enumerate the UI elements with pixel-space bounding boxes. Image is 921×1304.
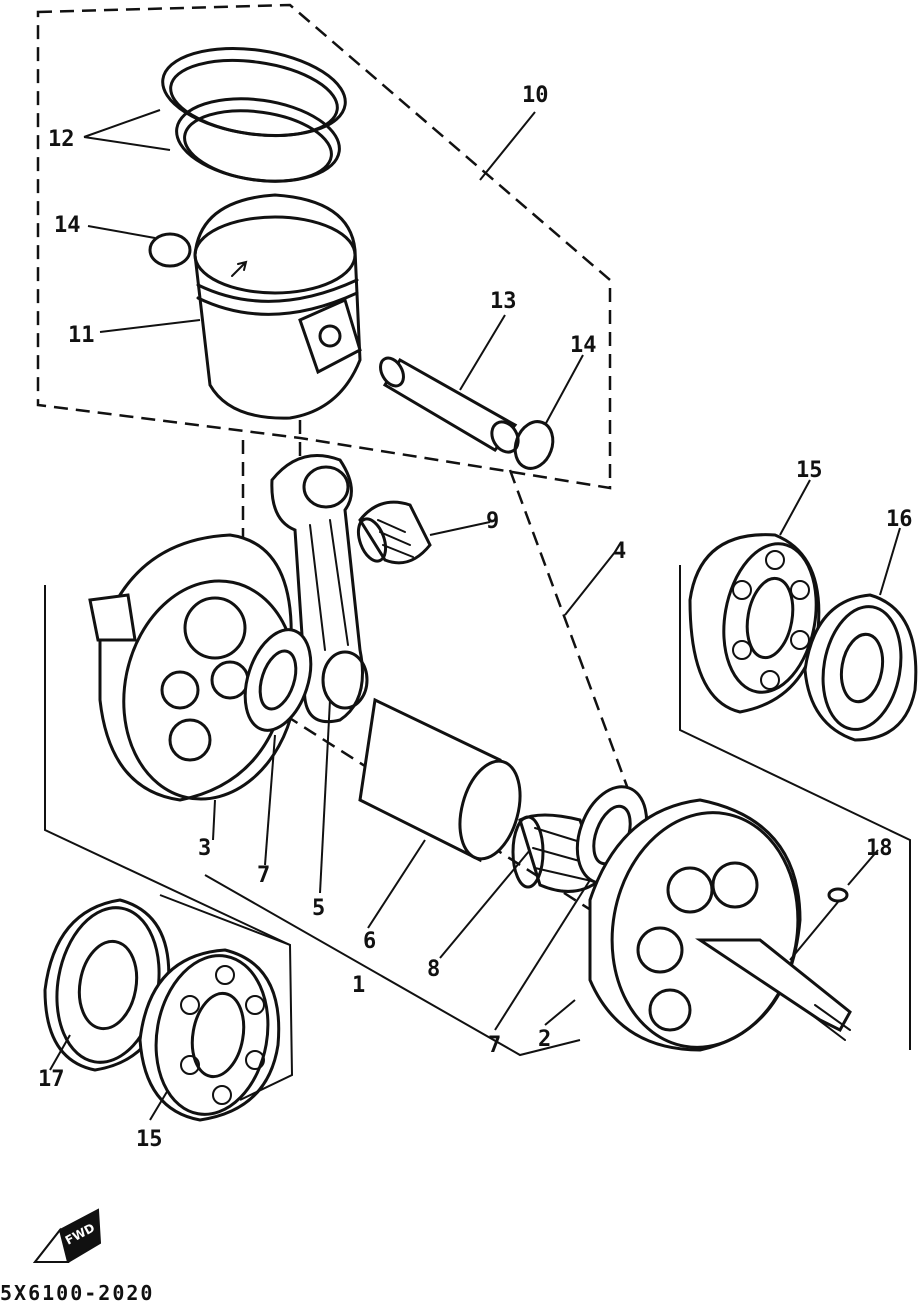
callout-4: 4 bbox=[613, 539, 626, 564]
thrust-washer-left bbox=[243, 628, 313, 732]
callout-8: 8 bbox=[427, 957, 440, 982]
woodruff-key bbox=[827, 887, 849, 903]
crank-web-left bbox=[88, 533, 298, 802]
callout-6: 6 bbox=[363, 929, 376, 954]
callout-2: 2 bbox=[538, 1027, 551, 1052]
callout-numbers: 1 2 3 4 5 6 7 7 8 9 10 11 12 13 14 14 15… bbox=[38, 83, 913, 1152]
crank-pin bbox=[358, 697, 522, 863]
callout-18: 18 bbox=[866, 836, 893, 861]
right-bearing-boundary bbox=[679, 565, 911, 1050]
callout-9: 9 bbox=[486, 509, 499, 534]
drawing-code: 5X6100-2020 bbox=[0, 1281, 154, 1304]
piston-pin-clip-left bbox=[148, 232, 192, 268]
piston-assembly-boundary bbox=[36, 3, 612, 490]
callout-16: 16 bbox=[886, 507, 913, 532]
callout-5: 5 bbox=[312, 896, 325, 921]
callout-leaders bbox=[49, 109, 901, 1121]
callout-15-left: 15 bbox=[136, 1127, 163, 1152]
callout-7-right: 7 bbox=[488, 1033, 501, 1058]
callout-15-right: 15 bbox=[796, 458, 823, 483]
callout-14-left: 14 bbox=[54, 213, 81, 238]
callout-13: 13 bbox=[490, 289, 517, 314]
left-bearing-boundary bbox=[159, 894, 294, 1101]
connecting-rod bbox=[270, 454, 369, 723]
piston bbox=[193, 193, 362, 420]
small-end-bearing bbox=[356, 500, 432, 565]
crank-bearing-left bbox=[138, 948, 281, 1122]
oil-seal-right bbox=[803, 593, 918, 742]
callout-7-left: 7 bbox=[257, 863, 270, 888]
fwd-arrow-icon: FWD bbox=[32, 1208, 102, 1263]
piston-rings bbox=[161, 46, 347, 183]
callout-12: 12 bbox=[48, 127, 75, 152]
piston-pin bbox=[379, 356, 520, 454]
callout-10: 10 bbox=[522, 83, 549, 108]
callout-14-right: 14 bbox=[570, 333, 597, 358]
callout-17: 17 bbox=[38, 1067, 65, 1092]
callout-1: 1 bbox=[352, 973, 365, 998]
piston-pin-clip-right bbox=[513, 420, 555, 470]
callout-11: 11 bbox=[68, 323, 95, 348]
callout-3: 3 bbox=[198, 836, 211, 861]
crank-web-right bbox=[588, 798, 852, 1052]
